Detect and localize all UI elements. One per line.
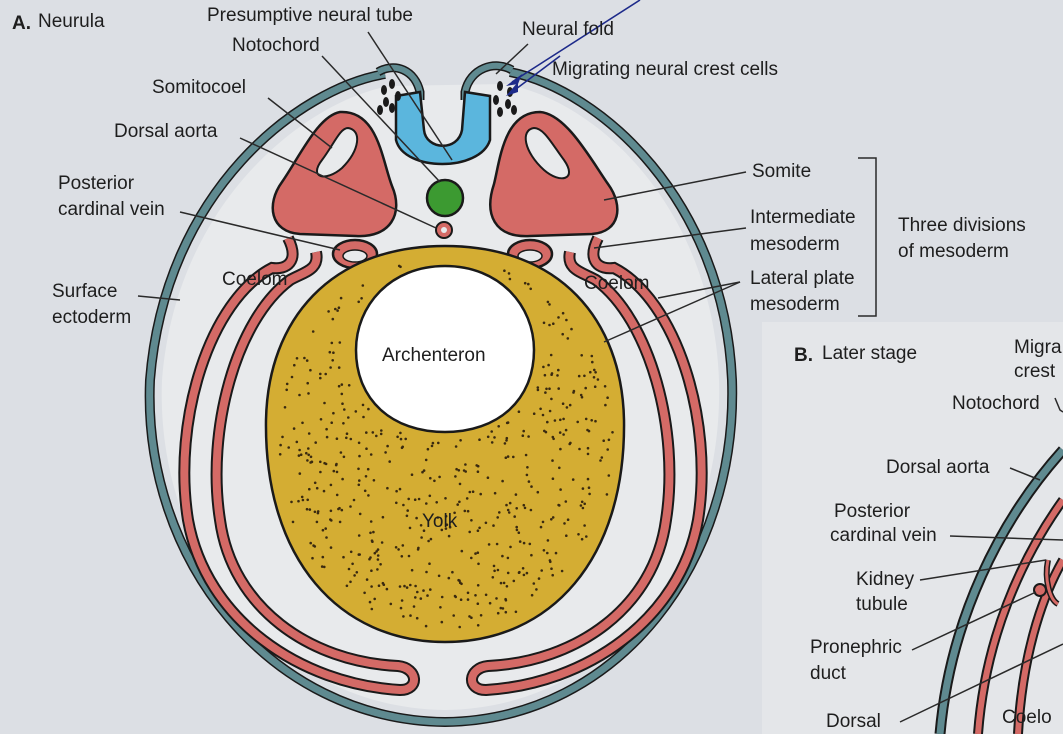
label-somitocoel: Somitocoel <box>152 76 246 100</box>
label-b-dorsal-aorta: Dorsal aorta <box>886 456 990 480</box>
label-somite: Somite <box>752 160 811 184</box>
label-lateral-plate-mesoderm-line2: mesoderm <box>750 293 840 317</box>
label-b-pronephric-duct-line1: Pronephric <box>810 636 902 660</box>
notochord <box>427 180 463 216</box>
label-yolk: Yolk <box>422 510 457 534</box>
label-surface-ectoderm-line1: Surface <box>52 280 117 304</box>
label-intermediate-mesoderm-line1: Intermediate <box>750 206 856 230</box>
label-three-divisions-line1: Three divisions <box>898 214 1026 238</box>
panel-a-title: Neurula <box>38 10 105 34</box>
label-surface-ectoderm-line2: ectoderm <box>52 306 131 330</box>
label-b-posterior-cardinal-vein-line2: cardinal vein <box>830 524 937 548</box>
label-notochord: Notochord <box>232 34 320 58</box>
label-posterior-cardinal-vein-line2: cardinal vein <box>58 198 165 222</box>
label-b-migrating-crest-line1: Migra <box>1014 336 1062 360</box>
label-b-notochord: Notochord <box>952 392 1040 416</box>
label-lateral-plate-mesoderm-line1: Lateral plate <box>750 267 855 291</box>
label-b-kidney-tubule-line1: Kidney <box>856 568 914 592</box>
label-migrating-neural-crest: Migrating neural crest cells <box>552 58 778 82</box>
label-archenteron: Archenteron <box>382 344 486 368</box>
panel-a-letter: A. <box>12 12 31 36</box>
label-b-kidney-tubule-line2: tubule <box>856 593 908 617</box>
label-b-posterior-cardinal-vein-line1: Posterior <box>834 500 910 524</box>
panel-b-letter: B. <box>794 344 813 368</box>
label-intermediate-mesoderm-line2: mesoderm <box>750 233 840 257</box>
label-presumptive-neural-tube: Presumptive neural tube <box>207 4 413 28</box>
label-b-coelom: Coelo <box>1002 706 1052 730</box>
label-coelom-right: Coelom <box>584 272 649 296</box>
label-b-dorsal: Dorsal <box>826 710 881 734</box>
label-coelom-left: Coelom <box>222 268 287 292</box>
label-three-divisions-line2: of mesoderm <box>898 240 1009 264</box>
label-b-migrating-crest-line2: crest <box>1014 360 1055 384</box>
label-dorsal-aorta: Dorsal aorta <box>114 120 218 144</box>
label-posterior-cardinal-vein-line1: Posterior <box>58 172 134 196</box>
label-neural-fold: Neural fold <box>522 18 614 42</box>
label-b-pronephric-duct-line2: duct <box>810 662 846 686</box>
panel-b-title: Later stage <box>822 342 917 366</box>
